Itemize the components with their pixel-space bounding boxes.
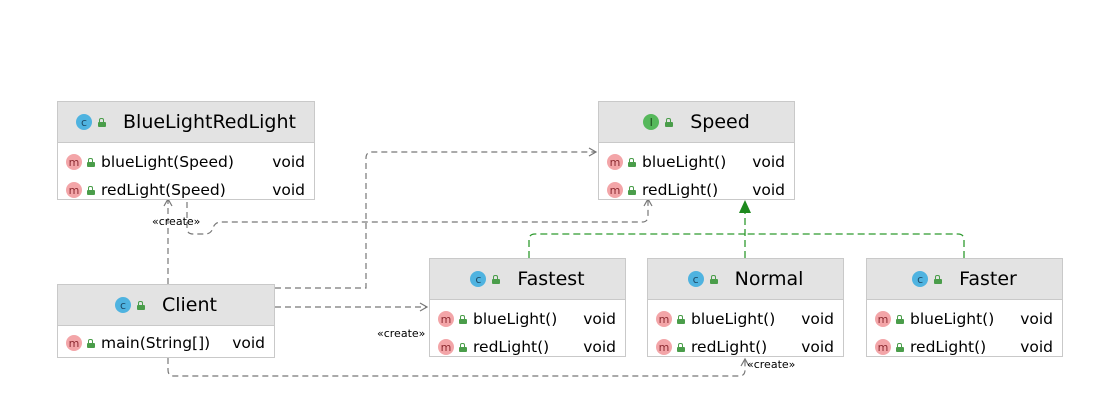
method-row[interactable]: m redLight() void: [430, 333, 625, 361]
public-lock-icon: [86, 157, 95, 167]
static-method-icon: m: [66, 335, 82, 351]
class-faster[interactable]: c Faster m blueLight() void m redLight()…: [866, 258, 1063, 357]
method-icon: m: [66, 154, 82, 170]
public-lock-icon: [895, 342, 904, 352]
public-lock-icon: [709, 274, 718, 284]
class-header: c BlueLightRedLight: [58, 102, 314, 143]
public-lock-icon: [97, 117, 106, 127]
method-row[interactable]: m main(String[]) void: [58, 329, 274, 357]
class-name: Client: [161, 294, 217, 316]
method-icon: m: [656, 311, 672, 327]
method-icon: m: [607, 182, 623, 198]
public-lock-icon: [676, 314, 685, 324]
method-row[interactable]: m redLight() void: [599, 176, 794, 204]
method-type: void: [801, 310, 834, 328]
class-name: BlueLightRedLight: [123, 111, 296, 133]
method-name: blueLight(): [642, 153, 727, 171]
method-type: void: [752, 181, 785, 199]
method-type: void: [232, 334, 265, 352]
class-header: c Normal: [648, 259, 843, 300]
method-icon: m: [875, 311, 891, 327]
interface-speed[interactable]: I Speed m blueLight() void m redLight() …: [598, 101, 795, 200]
method-row[interactable]: m redLight() void: [648, 333, 843, 361]
class-fastest[interactable]: c Fastest m blueLight() void m redLight(…: [429, 258, 626, 357]
create-label: «create»: [747, 358, 796, 371]
public-lock-icon: [664, 117, 674, 127]
class-name: Faster: [959, 268, 1017, 290]
method-name: redLight(): [691, 338, 768, 356]
class-name: Normal: [734, 268, 804, 290]
method-row[interactable]: m blueLight() void: [867, 305, 1062, 333]
method-type: void: [1020, 338, 1053, 356]
method-type: void: [272, 181, 305, 199]
client-normal-create: [167, 357, 750, 377]
interface-icon: I: [643, 114, 660, 130]
public-lock-icon: [86, 185, 95, 195]
class-icon: c: [912, 271, 929, 287]
class-name: Fastest: [517, 268, 585, 290]
method-row[interactable]: m blueLight() void: [430, 305, 625, 333]
method-name: main(String[]): [101, 334, 211, 352]
faster-speed-realization: [745, 233, 965, 258]
class-icon: c: [76, 114, 92, 130]
method-icon: m: [607, 154, 623, 170]
method-icon: m: [656, 339, 672, 355]
method-row[interactable]: m redLight(Speed) void: [58, 176, 314, 204]
public-lock-icon: [458, 342, 467, 352]
method-name: redLight(): [910, 338, 987, 356]
class-header: c Faster: [867, 259, 1062, 300]
method-name: redLight(): [473, 338, 550, 356]
method-name: blueLight(Speed): [101, 153, 234, 171]
method-icon: m: [438, 339, 454, 355]
public-lock-icon: [627, 185, 636, 195]
runnable-class-icon: c: [114, 297, 131, 313]
public-lock-icon: [627, 157, 636, 167]
class-icon: c: [470, 271, 487, 287]
method-icon: m: [66, 182, 82, 198]
public-lock-icon: [491, 274, 501, 284]
method-type: void: [801, 338, 834, 356]
create-label: «create»: [152, 215, 201, 228]
fastest-speed-realization: [528, 233, 745, 258]
method-name: blueLight(): [910, 310, 995, 328]
method-name: blueLight(): [691, 310, 776, 328]
realization-arrowhead: [739, 200, 751, 213]
public-lock-icon: [895, 314, 904, 324]
method-icon: m: [875, 339, 891, 355]
class-header: I Speed: [599, 102, 794, 143]
class-header: c Client: [58, 285, 274, 326]
method-type: void: [583, 338, 616, 356]
method-type: void: [1020, 310, 1053, 328]
class-bluelightredlight[interactable]: c BlueLightRedLight m blueLight(Speed) v…: [57, 101, 315, 200]
method-icon: m: [438, 311, 454, 327]
method-row[interactable]: m redLight() void: [867, 333, 1062, 361]
method-row[interactable]: m blueLight() void: [648, 305, 843, 333]
public-lock-icon: [136, 300, 145, 310]
class-client[interactable]: c Client m main(String[]) void: [57, 284, 275, 358]
method-name: blueLight(): [473, 310, 558, 328]
method-type: void: [583, 310, 616, 328]
class-normal[interactable]: c Normal m blueLight() void m redLight()…: [647, 258, 844, 357]
client-speed-dependency: [275, 147, 598, 289]
class-icon: c: [687, 271, 704, 287]
public-lock-icon: [458, 314, 467, 324]
public-lock-icon: [676, 342, 685, 352]
method-name: redLight(Speed): [101, 181, 226, 199]
public-lock-icon: [933, 274, 943, 284]
method-name: redLight(): [642, 181, 719, 199]
method-row[interactable]: m blueLight() void: [599, 148, 794, 176]
create-label: «create»: [377, 327, 426, 340]
method-type: void: [272, 153, 305, 171]
method-row[interactable]: m blueLight(Speed) void: [58, 148, 314, 176]
class-name: Speed: [690, 111, 750, 133]
method-type: void: [752, 153, 785, 171]
bluelightredlight-speed-dependency: [186, 197, 653, 235]
class-header: c Fastest: [430, 259, 625, 300]
public-lock-icon: [86, 338, 95, 348]
